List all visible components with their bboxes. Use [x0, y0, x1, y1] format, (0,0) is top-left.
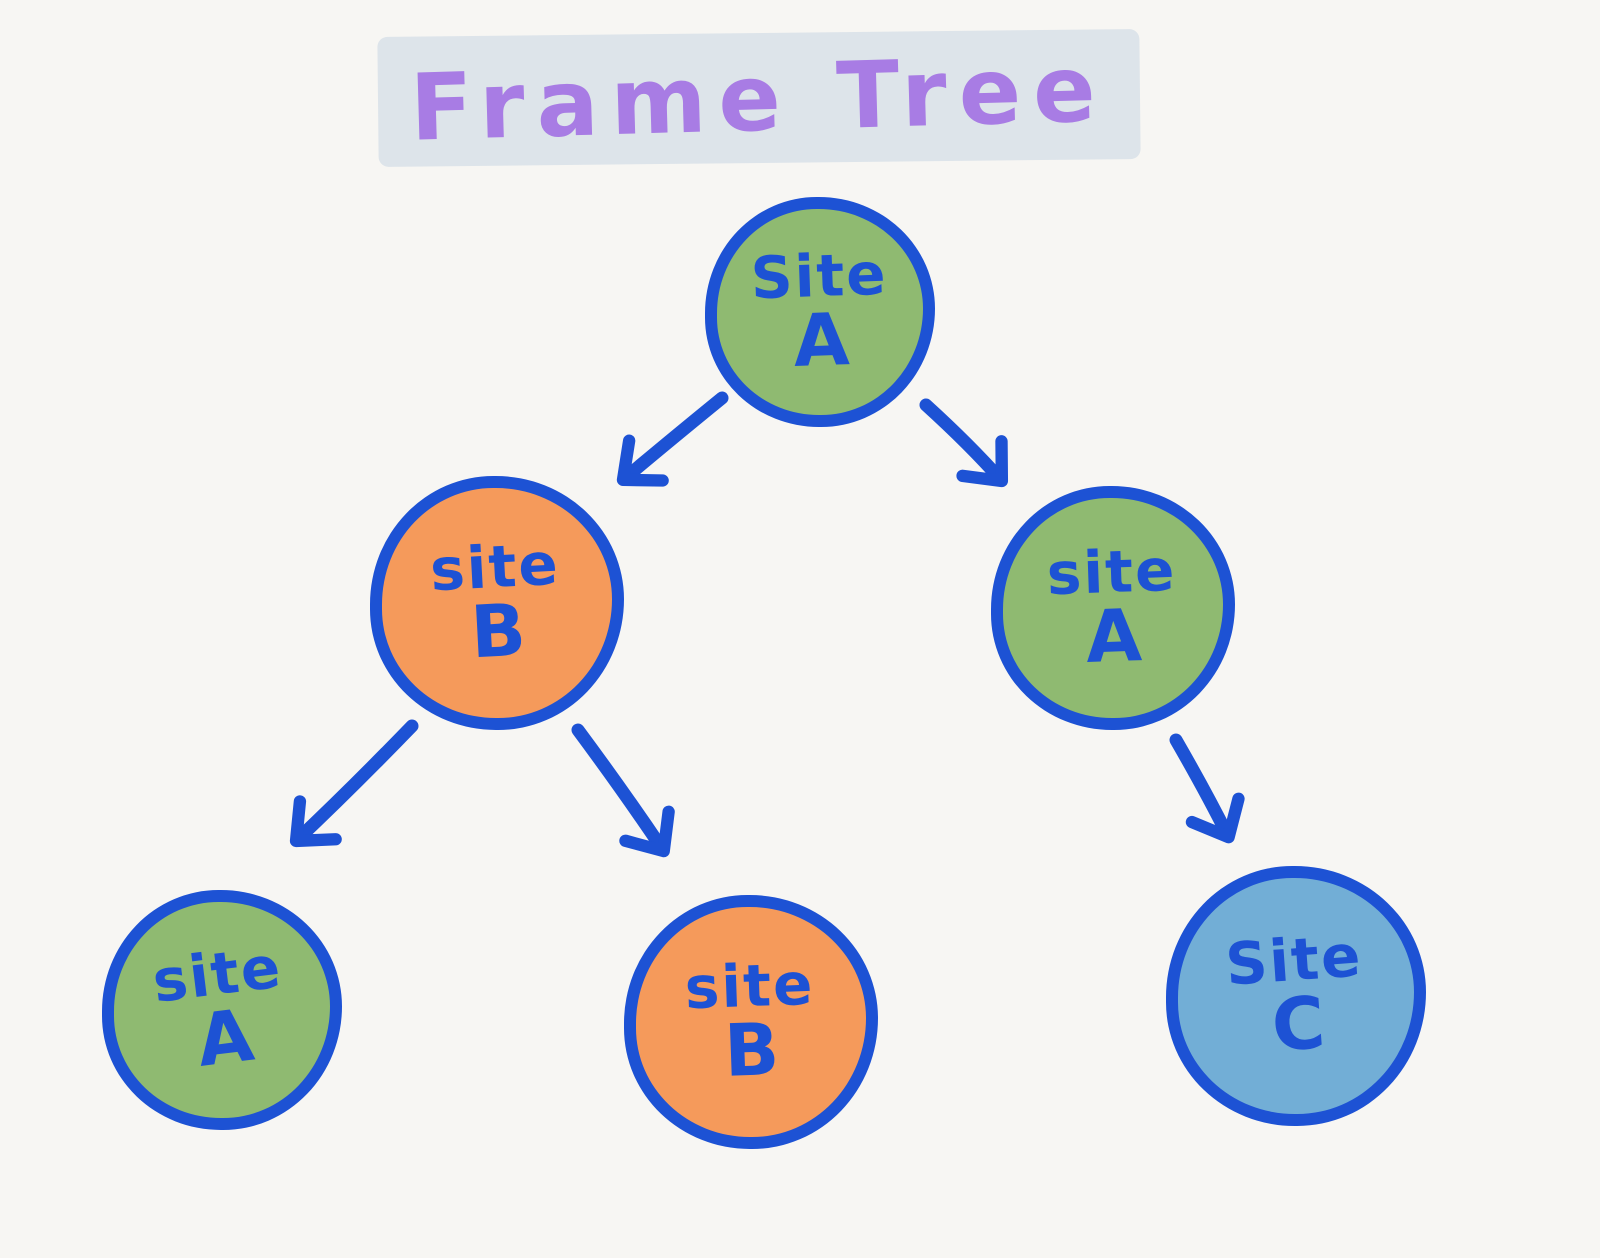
node-label-site: Site — [749, 239, 889, 313]
node-label-letter: A — [192, 993, 259, 1084]
edge-mid-a-to-leaf-c — [1169, 733, 1245, 844]
node-label-letter: B — [723, 1007, 781, 1094]
node-leaf-site-b: site B — [624, 895, 878, 1149]
node-label: Site A — [749, 239, 891, 384]
node-mid-site-a: site A — [991, 486, 1235, 730]
title-highlight: Frame Tree — [377, 29, 1141, 167]
node-label: Site C — [1223, 922, 1368, 1069]
node-label-letter: C — [1268, 980, 1328, 1069]
node-label-letter: A — [791, 297, 851, 384]
edge-root-to-mid-b — [616, 391, 729, 487]
node-label: site B — [429, 530, 565, 675]
node-root-site-a: Site A — [705, 197, 935, 427]
edge-mid-b-to-leaf-b — [571, 723, 675, 858]
node-label: site A — [149, 933, 294, 1084]
node-label-letter: B — [468, 588, 529, 675]
node-mid-site-b: site B — [370, 476, 624, 730]
node-label: site B — [683, 949, 818, 1094]
node-leaf-site-a: site A — [102, 890, 342, 1130]
diagram-title: Frame Tree — [408, 34, 1110, 162]
node-leaf-site-c: Site C — [1166, 866, 1426, 1126]
node-label-site: site — [683, 949, 816, 1023]
edge-mid-b-to-leaf-a — [289, 719, 419, 848]
node-label: site A — [1045, 535, 1180, 680]
edge-root-to-mid-a — [919, 398, 1009, 488]
node-label-letter: A — [1084, 593, 1144, 680]
node-label-site: site — [1045, 535, 1178, 609]
